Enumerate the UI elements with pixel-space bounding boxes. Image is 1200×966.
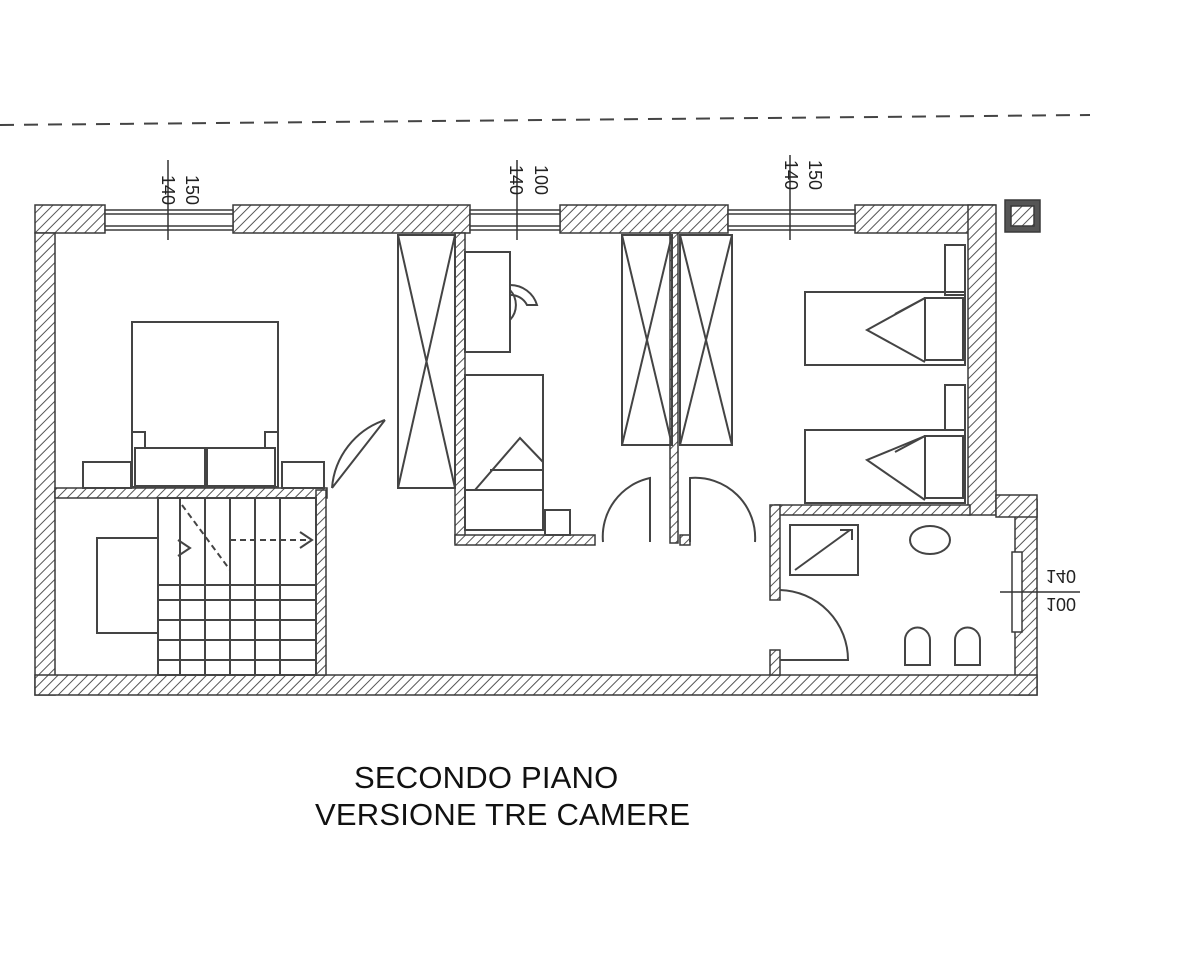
dim-right-width: 150 [805, 160, 825, 190]
single-bed-right-bottom [804, 429, 966, 504]
desk [464, 251, 511, 353]
dim-bathroom-height-mirrored: 140 [1046, 566, 1076, 586]
nightstand-right [281, 461, 325, 489]
single-bed-middle [464, 374, 544, 531]
exterior-walls [34, 199, 1041, 696]
shower [789, 524, 859, 576]
wardrobe-middle-b [679, 234, 733, 446]
chair [509, 289, 517, 321]
interior-walls [54, 232, 971, 676]
nightstand-left [82, 461, 132, 489]
bathroom-window [1000, 551, 1080, 633]
plan-subtitle: VERSIONE TRE CAMERE [315, 797, 691, 832]
dim-bathroom-width-mirrored: 100 [1046, 594, 1076, 614]
door-left-bedroom [331, 419, 386, 489]
washbasin [909, 525, 951, 555]
single-bed-right-top [804, 291, 966, 366]
staircase [157, 497, 317, 676]
furniture [82, 234, 981, 676]
property-boundary-dashed-line [0, 114, 1091, 126]
door-middle-bedroom [601, 476, 651, 543]
doors [331, 419, 850, 661]
wardrobe-left [397, 234, 456, 489]
bidet [954, 626, 981, 666]
door-bathroom [779, 589, 850, 661]
door-right-bedroom [689, 476, 757, 543]
toilet [904, 626, 931, 666]
wardrobe-middle-a [621, 234, 673, 446]
dim-middle-height: 140 [506, 165, 526, 195]
landing-table [96, 537, 159, 634]
dim-left-width: 150 [182, 175, 202, 205]
dimension-labels: 150 140 100 140 150 140 140 140 100 [158, 155, 1076, 614]
plan-title: SECONDO PIANO [354, 760, 619, 795]
dim-right-height: 140 [781, 160, 801, 190]
dim-left-height: 140 [158, 175, 178, 205]
dim-middle-width: 100 [531, 165, 551, 195]
